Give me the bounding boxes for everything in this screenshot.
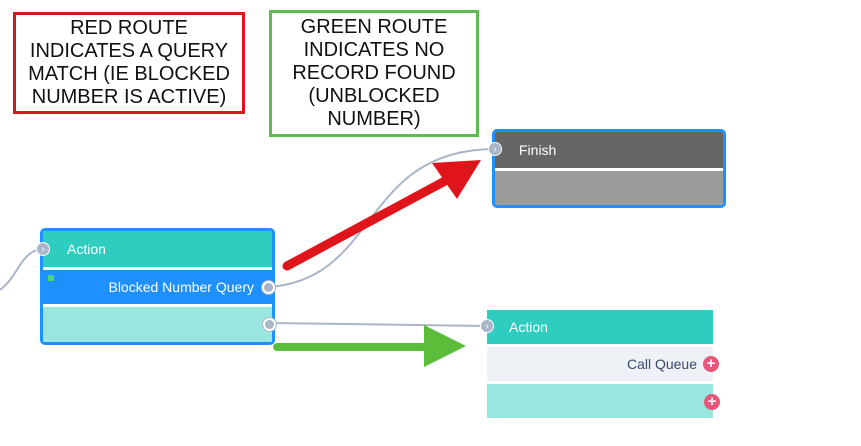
- finish-node-header[interactable]: Finish: [495, 132, 723, 168]
- call-queue-output[interactable]: Call Queue: [487, 347, 713, 381]
- blocked-number-query-label: Blocked Number Query: [108, 279, 254, 295]
- call-queue-input-port-icon[interactable]: ›: [480, 319, 494, 333]
- action-node-blocked-query[interactable]: Action Blocked Number Query: [40, 228, 275, 345]
- call-queue-label: Call Queue: [626, 356, 697, 372]
- red-route-note-text: RED ROUTE INDICATES A QUERY MATCH (IE BL…: [28, 17, 230, 108]
- call-queue-node-divider-2: [487, 381, 713, 384]
- call-queue-extra-output[interactable]: [487, 384, 713, 418]
- no-record-output[interactable]: [43, 307, 272, 342]
- query-match-output-port[interactable]: [262, 281, 275, 294]
- finish-node-title: Finish: [519, 142, 557, 158]
- call-queue-add-icon[interactable]: +: [703, 356, 719, 372]
- green-route-arrow: [273, 325, 466, 367]
- call-queue-node-divider: [487, 344, 713, 347]
- call-queue-node-header[interactable]: Action: [487, 310, 713, 344]
- call-queue-node-title: Action: [509, 319, 548, 335]
- extra-output-add-icon[interactable]: +: [704, 394, 720, 410]
- action-input-port-icon[interactable]: ›: [36, 242, 50, 256]
- action-node-call-queue[interactable]: Action Call Queue: [487, 310, 713, 418]
- action-node-header[interactable]: Action: [43, 231, 272, 267]
- action-node-divider-2: [43, 304, 272, 307]
- finish-node-divider: [495, 168, 723, 171]
- green-route-note: GREEN ROUTE INDICATES NO RECORD FOUND (U…: [269, 10, 479, 137]
- finish-node-body: [495, 171, 723, 205]
- action-node-title: Action: [67, 241, 106, 257]
- incoming-connector: [0, 248, 45, 291]
- blocked-number-query-output[interactable]: Blocked Number Query: [43, 270, 272, 304]
- green-route-note-text: GREEN ROUTE INDICATES NO RECORD FOUND (U…: [292, 16, 456, 130]
- status-indicator-icon: [48, 275, 54, 281]
- red-route-note: RED ROUTE INDICATES A QUERY MATCH (IE BL…: [13, 12, 245, 114]
- no-record-connector: [269, 322, 487, 327]
- no-record-output-port[interactable]: [263, 318, 276, 331]
- red-route-arrow: [282, 160, 481, 271]
- finish-input-port-icon[interactable]: ›: [488, 142, 502, 156]
- action-node-divider: [43, 267, 272, 270]
- finish-node[interactable]: Finish: [492, 129, 726, 208]
